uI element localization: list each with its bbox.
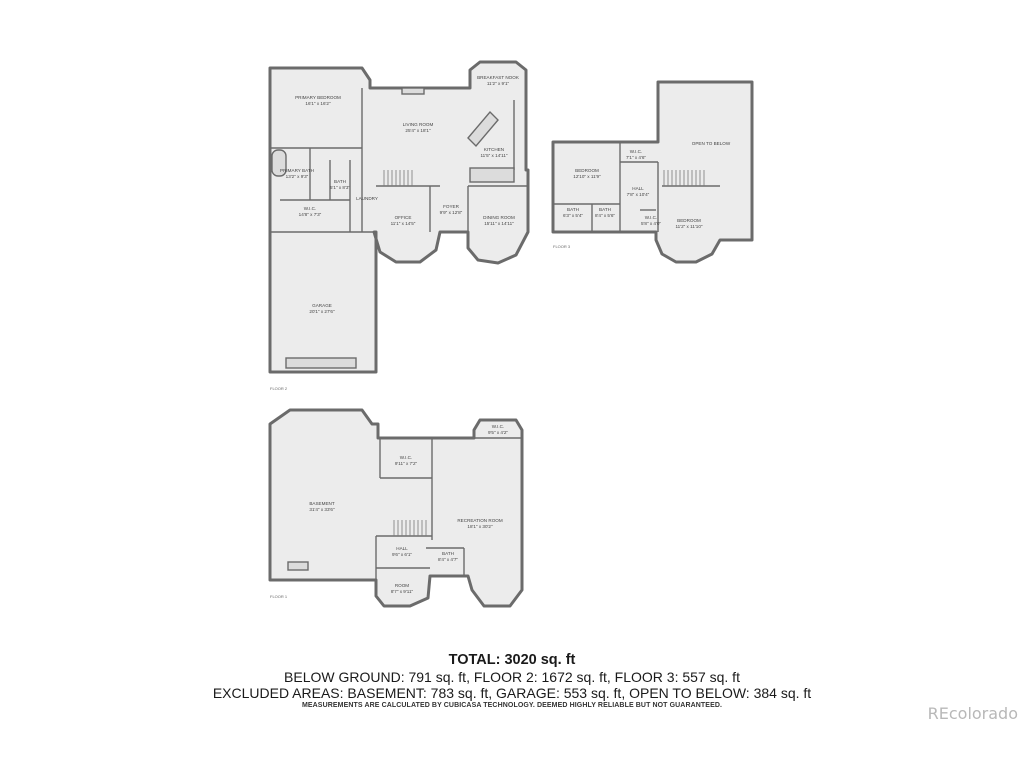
stairs-floor3 — [663, 170, 705, 186]
floor-label-1: FLOOR 1 — [270, 594, 288, 599]
measurement-disclaimer: MEASUREMENTS ARE CALCULATED BY CUBICASA … — [301, 702, 723, 709]
area-breakdown: BELOW GROUND: 791 sq. ft, FLOOR 2: 1672 … — [284, 669, 740, 685]
floor2-outline — [268, 60, 530, 374]
room-wic-basement-a: W.I.C.9'5" x 4'2" — [488, 424, 508, 435]
brand-watermark: REcolorado — [927, 704, 1018, 723]
excluded-areas: EXCLUDED AREAS: BASEMENT: 783 sq. ft, GA… — [212, 685, 812, 701]
floor-label-3: FLOOR 3 — [553, 244, 571, 249]
room-wic-basement-b: W.I.C.9'11" x 7'2" — [395, 455, 418, 466]
room-laundry: LAUNDRY — [356, 196, 378, 201]
floor-label-2: FLOOR 2 — [270, 386, 288, 391]
floor3-outline — [551, 80, 754, 264]
floor1-outline — [268, 408, 524, 608]
room-wic-main: W.I.C.14'8" x 7'3" — [299, 206, 322, 217]
total-area: TOTAL: 3020 sq. ft — [448, 652, 576, 668]
stairs-floor2 — [383, 170, 413, 186]
room-wic-upper-b: W.I.C.5'8" x 4'0" — [641, 215, 661, 226]
room-open-to-below: OPEN TO BELOW — [692, 141, 731, 146]
stairs-floor1 — [393, 520, 427, 536]
room-wic-upper: W.I.C.7'1" x 4'6" — [626, 149, 646, 160]
